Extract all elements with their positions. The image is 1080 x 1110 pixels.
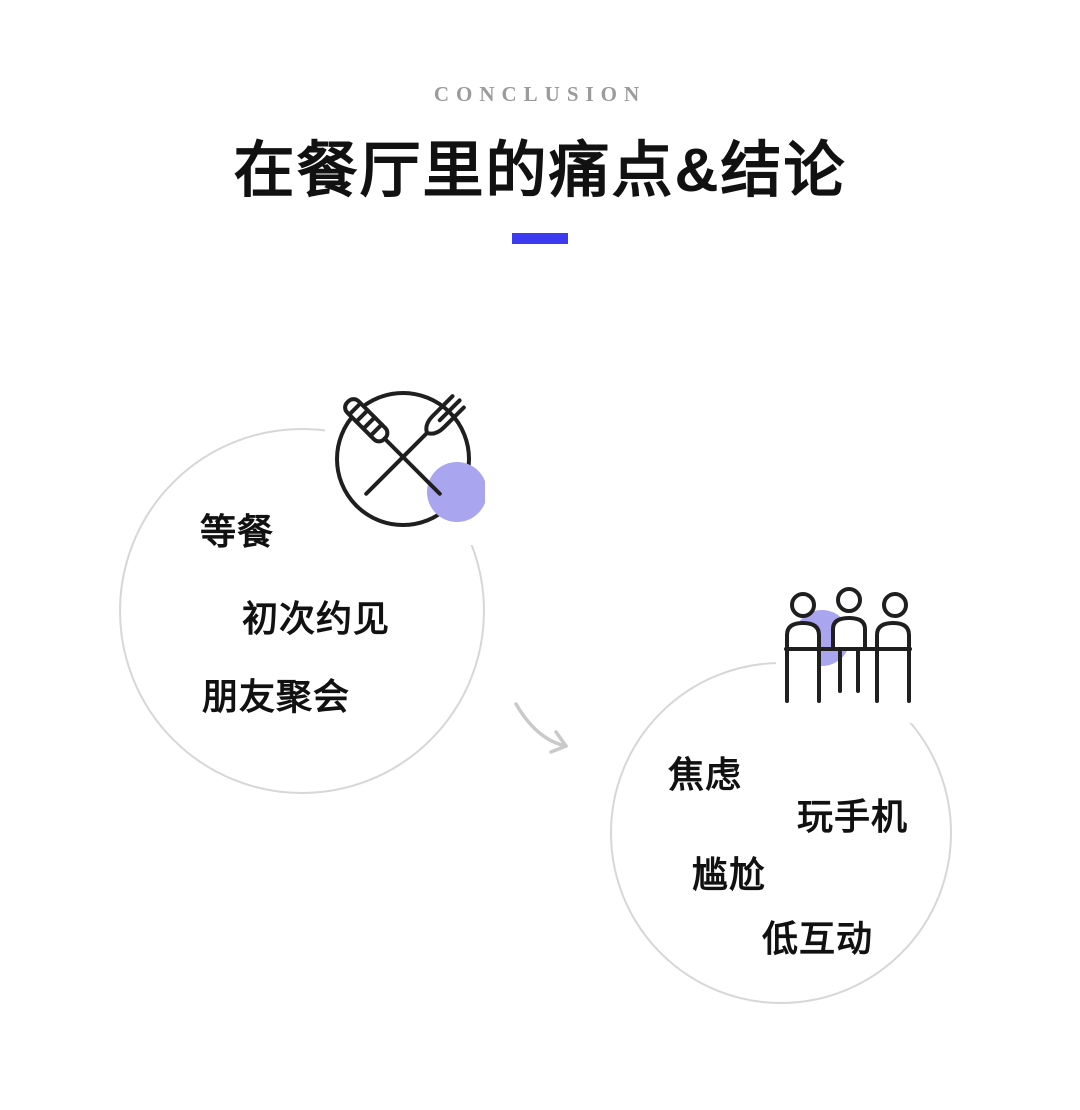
label-friends-gathering: 朋友聚会 <box>202 676 351 717</box>
people-meeting-icon <box>776 583 920 723</box>
label-playing-phone: 玩手机 <box>797 796 909 837</box>
curved-arrow-icon <box>505 700 585 760</box>
label-awkwardness: 尴尬 <box>692 854 767 895</box>
label-first-date: 初次约见 <box>242 598 391 639</box>
plate-cutlery-svg <box>325 383 487 545</box>
accent-dot-left <box>427 462 487 522</box>
left-cluster-circle <box>119 428 485 794</box>
page-title: 在餐厅里的痛点&结论 <box>233 136 847 204</box>
label-low-interaction: 低互动 <box>762 918 874 959</box>
plate-cutlery-icon <box>325 383 487 545</box>
label-anxiety: 焦虑 <box>668 754 743 795</box>
title-accent-bar <box>512 233 568 244</box>
eyebrow-text: CONCLUSION <box>433 82 647 106</box>
people-meeting-svg <box>776 583 920 723</box>
label-waiting-food: 等餐 <box>200 511 275 552</box>
